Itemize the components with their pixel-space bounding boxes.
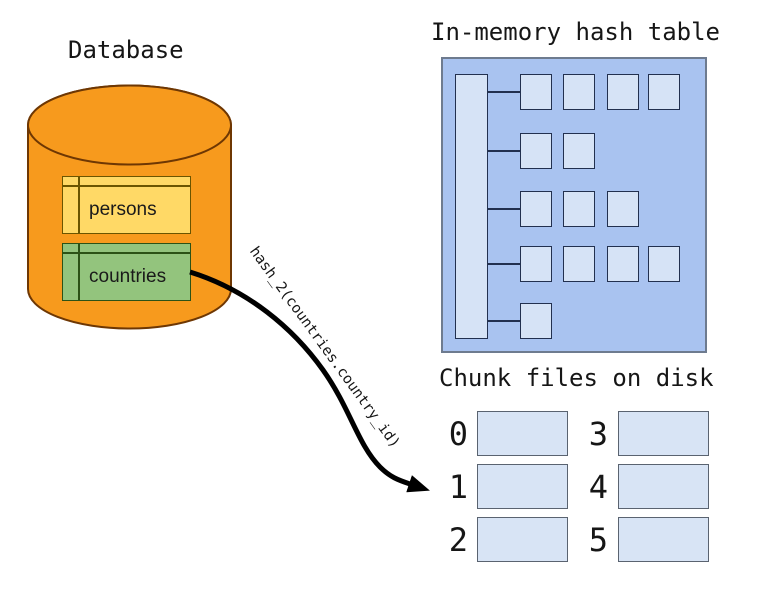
- hash-entry-box: [648, 74, 680, 110]
- hash-entry-box: [563, 191, 595, 227]
- chunk-file-box-4: [618, 464, 709, 509]
- hash-entry-box: [563, 133, 595, 169]
- table-persons-label: persons: [89, 198, 157, 220]
- table-countries-label: countries: [89, 265, 167, 287]
- bucket-link-line: [488, 208, 521, 210]
- chunk-file-box-1: [477, 464, 568, 509]
- hash-entry-box: [520, 303, 552, 339]
- hash-entry-box: [520, 74, 552, 110]
- table-header-row-line: [63, 185, 190, 187]
- bucket-link-line: [488, 320, 521, 322]
- hash-bucket-column: [455, 74, 488, 339]
- hash-table-title: In-memory hash table: [431, 18, 720, 46]
- bucket-link-line: [488, 263, 521, 265]
- hash-entry-box: [648, 246, 680, 282]
- hash-entry-box: [520, 191, 552, 227]
- hash-entry-box: [607, 74, 639, 110]
- bucket-link-line: [488, 91, 521, 93]
- table-key-column-line: [78, 177, 80, 233]
- hash-entry-box: [520, 133, 552, 169]
- hash-entry-box: [607, 246, 639, 282]
- hash-table-box: [441, 57, 707, 353]
- hash-entry-box: [563, 246, 595, 282]
- table-countries: countries: [62, 243, 191, 301]
- chunk-file-box-0: [477, 411, 568, 456]
- database-title: Database: [68, 36, 184, 64]
- chunk-label-5: 5: [588, 520, 608, 559]
- chunk-label-3: 3: [588, 414, 608, 453]
- table-persons: persons: [62, 176, 191, 234]
- chunk-label-2: 2: [448, 520, 468, 559]
- hash-entry-box: [607, 191, 639, 227]
- table-header-row-line: [63, 252, 190, 254]
- chunk-file-box-2: [477, 517, 568, 562]
- chunk-file-box-3: [618, 411, 709, 456]
- chunk-label-0: 0: [448, 414, 468, 453]
- chunk-files-title: Chunk files on disk: [439, 364, 714, 392]
- chunk-label-4: 4: [588, 467, 608, 506]
- chunk-file-box-5: [618, 517, 709, 562]
- bucket-link-line: [488, 150, 521, 152]
- hash-entry-box: [520, 246, 552, 282]
- chunk-label-1: 1: [448, 467, 468, 506]
- table-key-column-line: [78, 244, 80, 300]
- hash-entry-box: [563, 74, 595, 110]
